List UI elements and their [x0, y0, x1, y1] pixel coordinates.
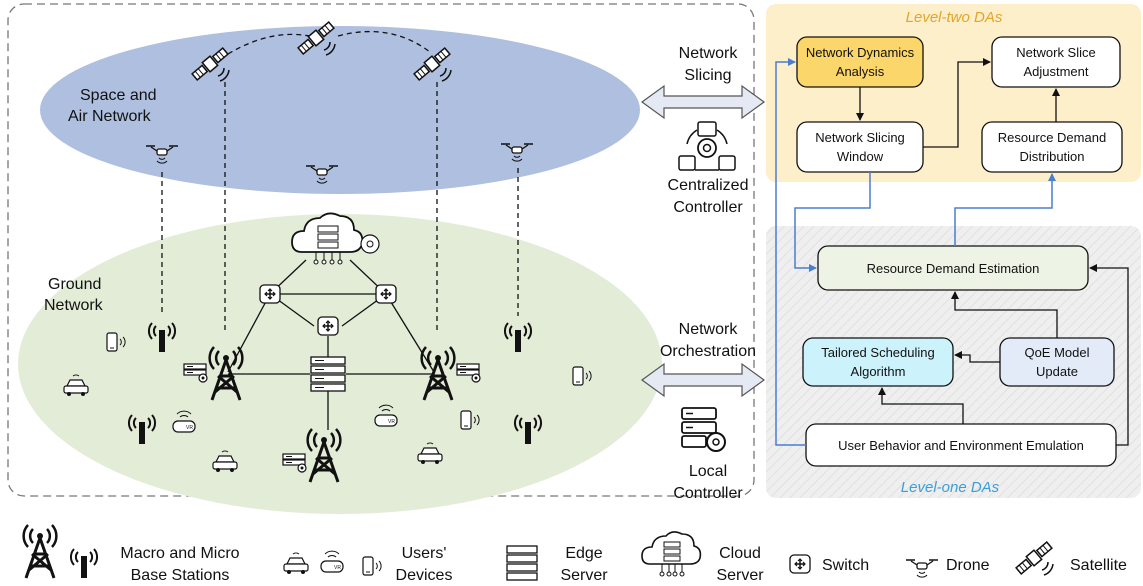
legend-edge-server-icon	[506, 545, 538, 581]
tailored-scheduling-line1: Tailored Scheduling	[821, 345, 934, 360]
cloud-server-icon	[291, 212, 364, 265]
network-orchestration-label-line1: Network	[679, 321, 739, 338]
legend-cloud-server-line2: Server	[716, 567, 764, 584]
legend-satellite-label: Satellite	[1070, 557, 1127, 574]
legend-vehicle-icon	[283, 552, 309, 575]
network-orchestration-label-line2: Orchestration	[660, 343, 756, 360]
legend-vr-icon	[320, 550, 344, 573]
network-slicing-window-line2: Window	[837, 149, 884, 164]
legend: Macro and Micro Base Stations Users' Dev…	[22, 523, 1127, 584]
legend-drone-icon	[905, 559, 939, 578]
space-air-network-ellipse	[40, 26, 640, 194]
legend-users-devices-line2: Devices	[396, 567, 453, 584]
network-slicing-window-line1: Network Slicing	[815, 130, 905, 145]
local-controller-label-line2: Controller	[673, 485, 743, 502]
edge-server-stack-icon	[310, 356, 346, 392]
feedback-arrow	[775, 58, 806, 446]
legend-cloud-server-line1: Cloud	[719, 545, 761, 562]
network-slice-adjustment-line1: Network Slice	[1016, 45, 1095, 60]
resource-demand-estimation-box	[817, 245, 1089, 291]
qoe-model-update-line2: Update	[1036, 364, 1078, 379]
legend-edge-server-line2: Server	[560, 567, 608, 584]
level-two-das-title: Level-two DAs	[906, 9, 1003, 26]
network-slicing-label-line2: Slicing	[684, 67, 731, 84]
network-dynamics-analysis-line1: Network Dynamics	[806, 45, 915, 60]
legend-micro-tower-icon	[69, 548, 99, 579]
centralized-controller-small-icon	[360, 234, 380, 254]
network-slicing-label-line1: Network	[679, 45, 739, 62]
flow-arrow	[954, 351, 1000, 363]
qoe-model-update-line1: QoE Model	[1024, 345, 1089, 360]
legend-cloud-server-icon	[641, 531, 702, 577]
resource-demand-distribution-line2: Distribution	[1019, 149, 1084, 164]
satellite-link	[337, 30, 431, 53]
switch-icon	[317, 316, 339, 336]
resource-demand-distribution-line1: Resource Demand	[998, 130, 1106, 145]
ground-label-line2: Network	[44, 297, 104, 314]
feedback-arrow	[954, 173, 1056, 246]
switch-icon	[375, 284, 397, 304]
network-slice-adjustment-line2: Adjustment	[1023, 64, 1088, 79]
network-orchestration-double-arrow	[640, 362, 766, 398]
tailored-scheduling-line2: Algorithm	[851, 364, 906, 379]
network-slicing-double-arrow	[640, 84, 766, 120]
legend-base-stations-line2: Base Stations	[131, 567, 230, 584]
flow-arrow	[878, 387, 964, 424]
legend-satellite-icon	[1014, 539, 1054, 577]
flow-arrow	[951, 291, 1058, 338]
user-behavior-emulation-label: User Behavior and Environment Emulation	[838, 438, 1084, 453]
local-controller-icon	[681, 407, 726, 452]
network-slice-adjustment-box	[991, 36, 1121, 88]
ground-label-line1: Ground	[48, 276, 101, 293]
legend-users-devices-line1: Users'	[402, 545, 447, 562]
centralized-controller-icon	[678, 121, 736, 171]
legend-phone-icon	[362, 556, 382, 576]
network-dynamics-analysis-line2: Analysis	[836, 64, 885, 79]
space-air-label-line2: Air Network	[68, 108, 152, 125]
legend-base-stations-line1: Macro and Micro	[120, 545, 239, 562]
feedback-arrow	[794, 172, 871, 272]
legend-switch-label: Switch	[822, 557, 869, 574]
space-air-label-line1: Space and	[80, 87, 157, 104]
switch-icon	[259, 284, 281, 304]
legend-drone-label: Drone	[946, 557, 990, 574]
level-one-das-title: Level-one DAs	[901, 479, 1000, 496]
centralized-controller-label-line1: Centralized	[668, 177, 749, 194]
tailored-scheduling-box	[802, 337, 954, 387]
legend-edge-server-line1: Edge	[565, 545, 602, 562]
legend-switch-icon	[789, 554, 811, 574]
resource-demand-distribution-box	[981, 121, 1123, 173]
local-controller-label-line1: Local	[689, 463, 727, 480]
centralized-controller-label-line2: Controller	[673, 199, 743, 216]
flow-arrow	[923, 58, 991, 148]
legend-macro-tower-icon	[22, 523, 58, 580]
resource-demand-estimation-label: Resource Demand Estimation	[867, 261, 1040, 276]
flow-arrow	[1089, 264, 1129, 446]
